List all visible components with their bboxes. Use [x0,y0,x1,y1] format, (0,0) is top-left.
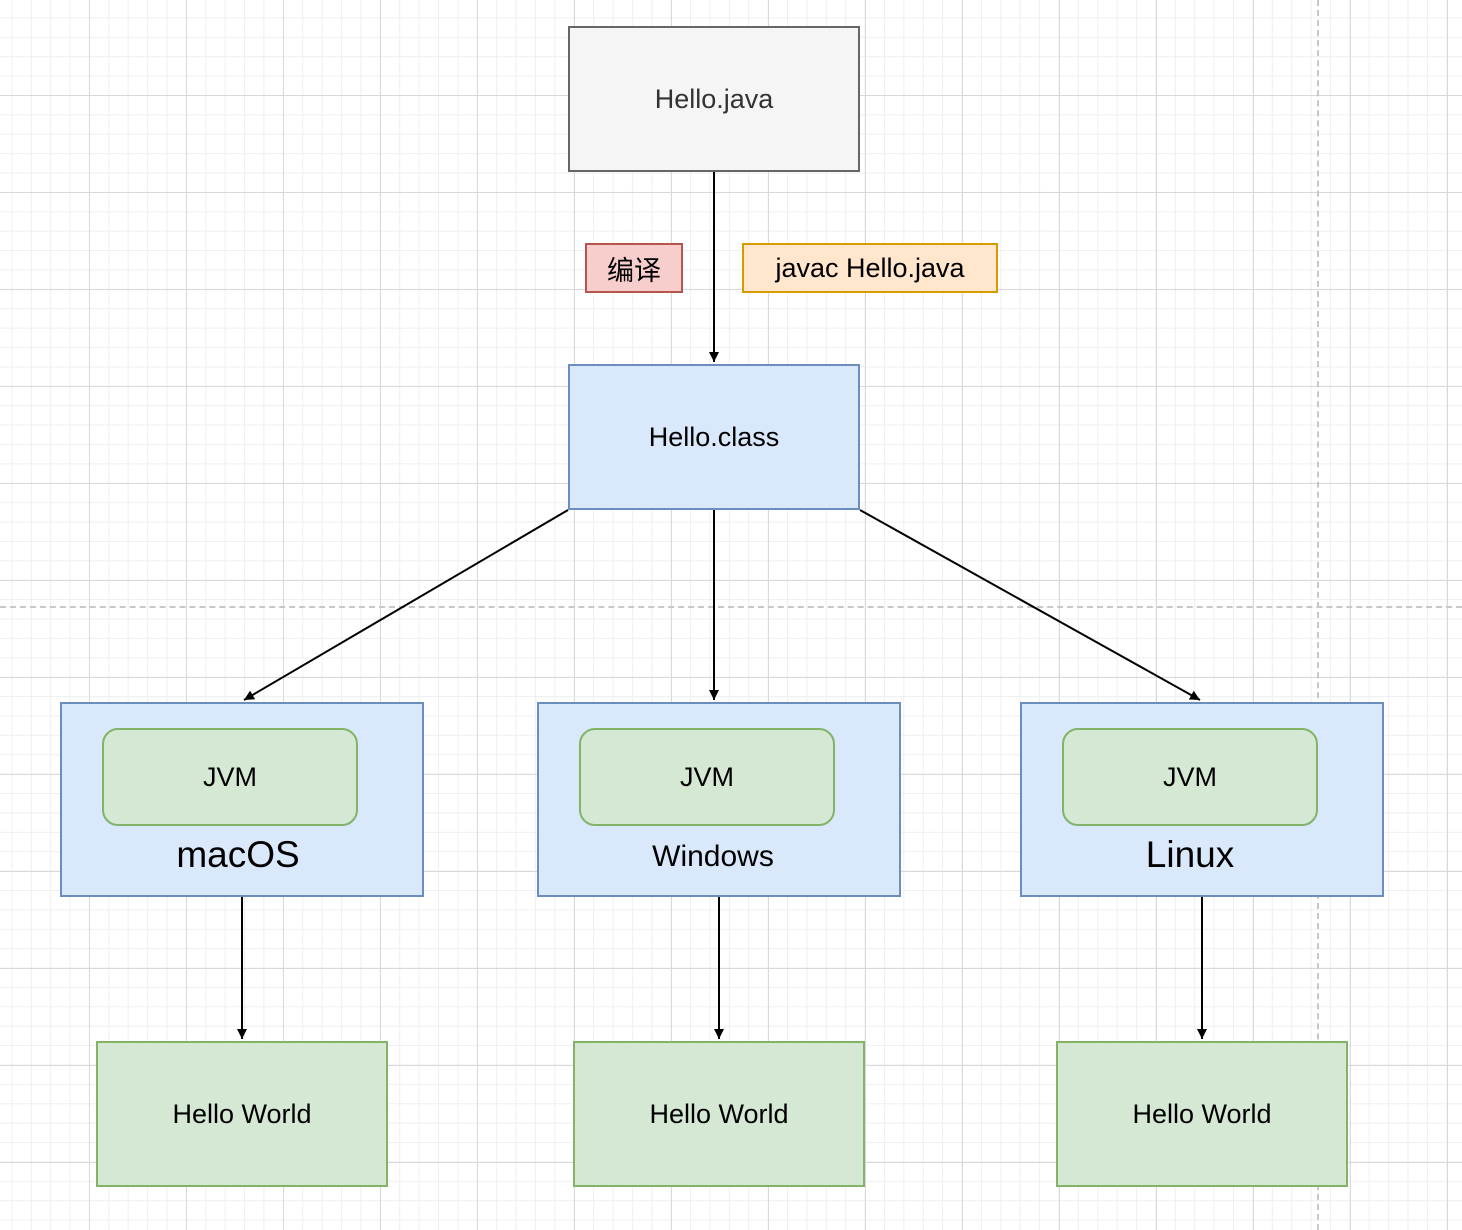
command-label[interactable]: javac Hello.java [742,243,998,293]
class-file-node[interactable]: Hello.class [568,364,860,510]
output-macos[interactable]: Hello World [96,1041,388,1187]
source-file-label: Hello.java [654,83,774,114]
output-windows-label: Hello World [649,1098,789,1129]
source-file-node[interactable]: Hello.java [568,26,860,172]
jvm-macos-label: JVM [203,761,257,792]
compile-label-text: 编译 [607,255,661,286]
jvm-windows-label: JVM [680,761,734,792]
output-windows[interactable]: Hello World [573,1041,865,1187]
jvm-windows[interactable]: JVM [579,728,835,826]
class-file-label: Hello.class [648,421,780,452]
edge-class-to-linux [859,509,1201,701]
os-linux-label: Linux [1145,834,1235,875]
command-label-text: javac Hello.java [775,252,965,283]
compile-label[interactable]: 编译 [585,243,683,293]
platform-linux[interactable]: JVM Linux [1020,702,1384,897]
page-break-vertical [1317,0,1319,1230]
platform-windows[interactable]: JVM Windows [537,702,901,897]
os-windows-label: Windows [652,840,774,873]
output-macos-label: Hello World [172,1098,312,1129]
output-linux[interactable]: Hello World [1056,1041,1348,1187]
output-linux-label: Hello World [1132,1098,1272,1129]
page-break-horizontal [0,606,1462,608]
jvm-linux-label: JVM [1163,761,1217,792]
platform-macos[interactable]: JVM macOS [60,702,424,897]
jvm-linux[interactable]: JVM [1062,728,1318,826]
os-macos-label: macOS [176,834,300,875]
jvm-macos[interactable]: JVM [102,728,358,826]
edge-class-to-macos [243,509,569,701]
